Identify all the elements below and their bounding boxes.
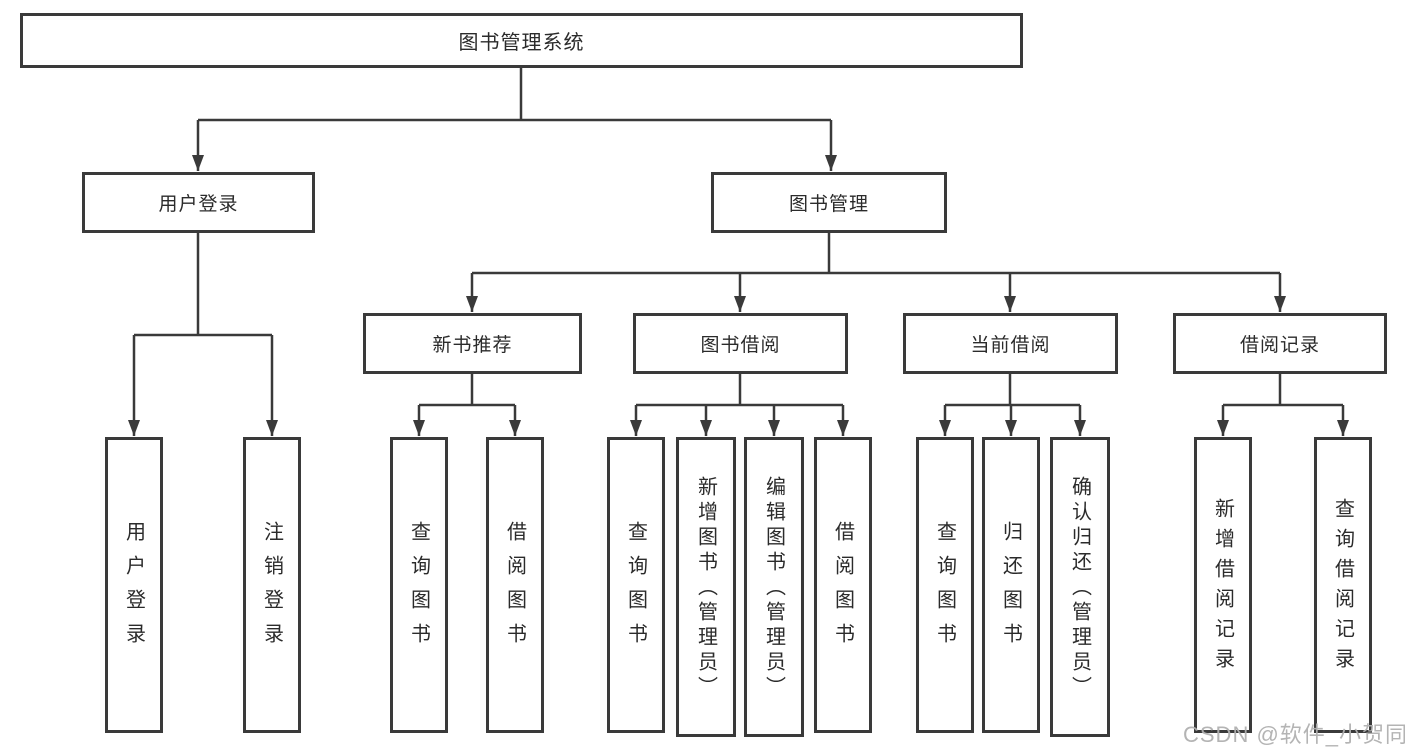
node-query-books-current: 查询图书 (916, 437, 974, 733)
node-new-book-recommendation: 新书推荐 (363, 313, 582, 374)
node-add-books-admin: 新增图书（管理员） (676, 437, 736, 737)
node-book-borrowing: 图书借阅 (633, 313, 848, 374)
node-confirm-return-admin: 确认归还（管理员） (1050, 437, 1110, 737)
node-query-books-recommend: 查询图书 (390, 437, 448, 733)
node-borrow-books-recommend: 借阅图书 (486, 437, 544, 733)
node-return-books: 归还图书 (982, 437, 1040, 733)
node-edit-books-admin: 编辑图书（管理员） (744, 437, 804, 737)
node-add-borrow-record: 新增借阅记录 (1194, 437, 1252, 733)
node-user-login-action: 用户登录 (105, 437, 163, 733)
node-book-management: 图书管理 (711, 172, 947, 233)
node-borrowing-records: 借阅记录 (1173, 313, 1387, 374)
node-user-login: 用户登录 (82, 172, 315, 233)
csdn-watermark: CSDN @软件_小贺同学 (1183, 722, 1405, 747)
node-query-books-borrowing: 查询图书 (607, 437, 665, 733)
node-borrow-books: 借阅图书 (814, 437, 872, 733)
node-query-borrow-record: 查询借阅记录 (1314, 437, 1372, 733)
node-logout: 注销登录 (243, 437, 301, 733)
node-current-borrowing: 当前借阅 (903, 313, 1118, 374)
node-library-management-system: 图书管理系统 (20, 13, 1023, 68)
